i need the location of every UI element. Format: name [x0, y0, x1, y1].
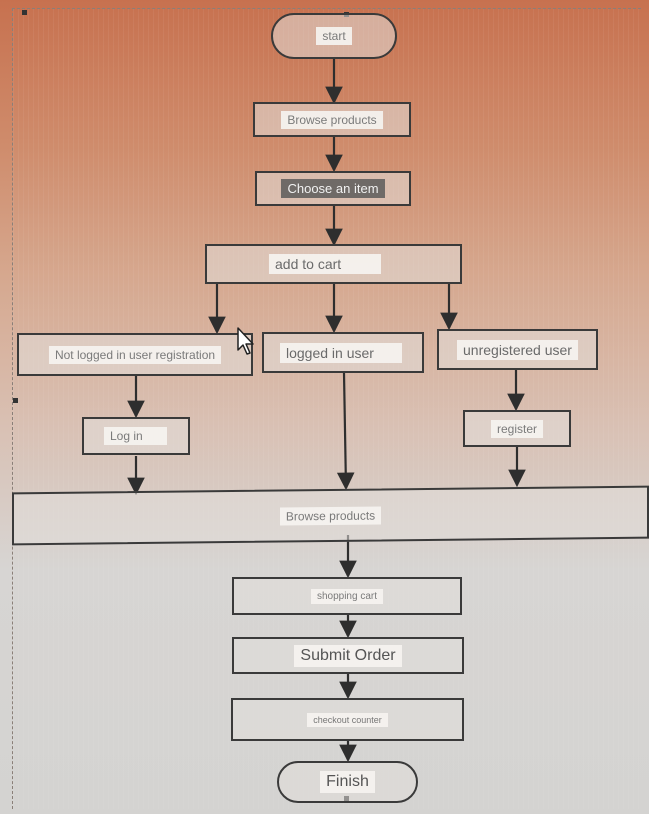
log-in-label: Log in	[104, 427, 167, 445]
diagram-canvas	[12, 8, 641, 809]
selection-handle-top-left[interactable]	[22, 10, 27, 15]
browse-products-node[interactable]: Browse products	[253, 102, 411, 137]
unregistered-user-label: unregistered user	[457, 339, 578, 360]
selection-handle-left[interactable]	[13, 398, 18, 403]
start-node[interactable]: start	[271, 13, 397, 59]
shopping-cart-label: shopping cart	[310, 588, 384, 604]
choose-item-label: Choose an item	[281, 179, 385, 198]
not-logged-in-node[interactable]: Not logged in user registration	[17, 333, 253, 376]
browse-products-wide-node[interactable]: Browse products	[12, 485, 649, 546]
submit-order-label: Submit Order	[294, 644, 402, 667]
start-label: start	[316, 27, 352, 45]
finish-node[interactable]: Finish	[277, 761, 418, 803]
browse-products-wide-label: Browse products	[279, 505, 382, 526]
mouse-cursor-icon	[237, 327, 254, 355]
logged-in-user-label: logged in user	[280, 342, 402, 363]
log-in-node[interactable]: Log in	[82, 417, 190, 455]
shopping-cart-node[interactable]: shopping cart	[232, 577, 462, 615]
add-to-cart-label: add to cart	[269, 254, 382, 274]
unregistered-user-node[interactable]: unregistered user	[437, 329, 598, 370]
add-to-cart-node[interactable]: add to cart	[205, 244, 462, 284]
not-logged-in-label: Not logged in user registration	[48, 345, 222, 364]
checkout-counter-node[interactable]: checkout counter	[231, 698, 464, 741]
choose-item-node[interactable]: Choose an item	[255, 171, 411, 206]
browse-products-label: Browse products	[281, 110, 383, 129]
finish-label: Finish	[320, 771, 375, 793]
logged-in-user-node[interactable]: logged in user	[262, 332, 424, 373]
arrow-loggedin-to-browse2	[336, 372, 355, 491]
checkout-counter-label: checkout counter	[307, 712, 388, 727]
register-node[interactable]: register	[463, 410, 571, 447]
register-label: register	[490, 419, 543, 438]
submit-order-node[interactable]: Submit Order	[232, 637, 464, 674]
